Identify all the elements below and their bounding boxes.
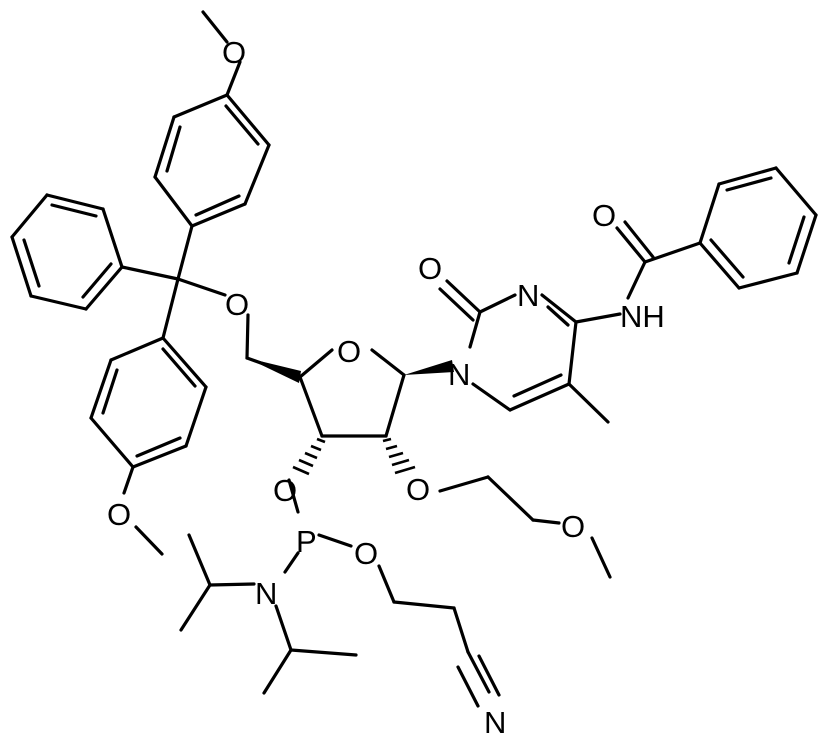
atom-n3: N [517,278,539,313]
atom-o-methoxy-bottom: O [107,497,131,532]
atom-n-nitrile: N [484,705,506,740]
atom-o-benzoyl: O [592,198,616,233]
atom-o-3prime: O [273,473,297,508]
atom-o-2prime: O [406,472,430,507]
atom-o-trityl-ether: O [225,287,249,322]
atom-n-diisopropyl: N [255,576,277,611]
stereo-bonds [247,358,454,476]
atom-o-cyanoethyl: O [354,536,378,571]
atom-p: P [296,524,317,559]
hashed-bond-2prime [382,437,416,475]
atom-o-c2-carbonyl: O [418,251,442,286]
atom-n1: N [448,357,470,392]
atom-o-ring: O [337,334,361,369]
atom-nh: NH [620,299,665,334]
atom-o-methoxy-top: O [222,35,246,70]
atom-labels: O O O O N O N NH O O P O N O O N [107,35,665,740]
atom-o-methoxyethyl: O [561,509,585,544]
hashed-bond-3prime [292,437,326,476]
bond-lines [10,10,818,708]
